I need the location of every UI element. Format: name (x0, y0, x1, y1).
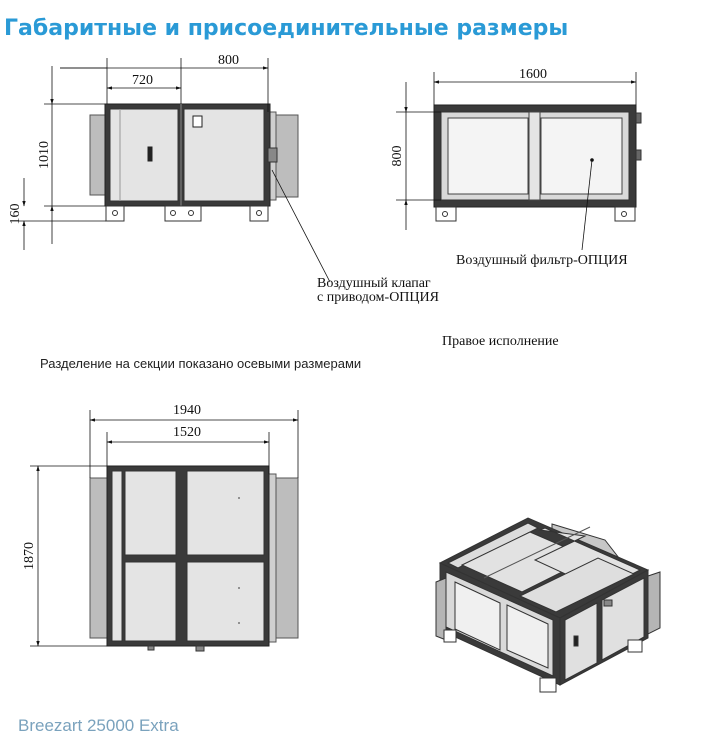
dim-top-body-width: 1520 (173, 425, 201, 440)
product-name: Breezart 25000 Extra (18, 716, 179, 735)
top-dimensions (30, 410, 299, 647)
damper-label-line2: с приводом-ОПЦИЯ (317, 290, 439, 305)
side-view (433, 104, 642, 222)
dim-front-total-width: 800 (218, 53, 239, 68)
dim-side-height: 800 (390, 146, 405, 167)
front-view (89, 103, 299, 222)
isometric-view (435, 517, 661, 693)
side-dimensions (396, 72, 637, 251)
dim-front-body-width: 720 (132, 73, 153, 88)
sections-note: Разделение на секции показано осевыми ра… (40, 356, 362, 371)
page-title: Габаритные и присоединительные размеры (4, 16, 569, 41)
dim-top-depth: 1870 (22, 542, 37, 570)
damper-label-line1: Воздушный клапаг (317, 276, 431, 291)
filter-label: Воздушный фильтр-ОПЦИЯ (456, 253, 628, 268)
front-dimensions (18, 58, 331, 283)
dim-side-width: 1600 (519, 67, 547, 82)
dim-front-leg-height: 160 (8, 204, 23, 225)
dim-front-height: 1010 (37, 141, 52, 169)
right-version-label: Правое исполнение (442, 334, 559, 349)
dim-top-total-width: 1940 (173, 403, 201, 418)
top-view (89, 465, 299, 652)
